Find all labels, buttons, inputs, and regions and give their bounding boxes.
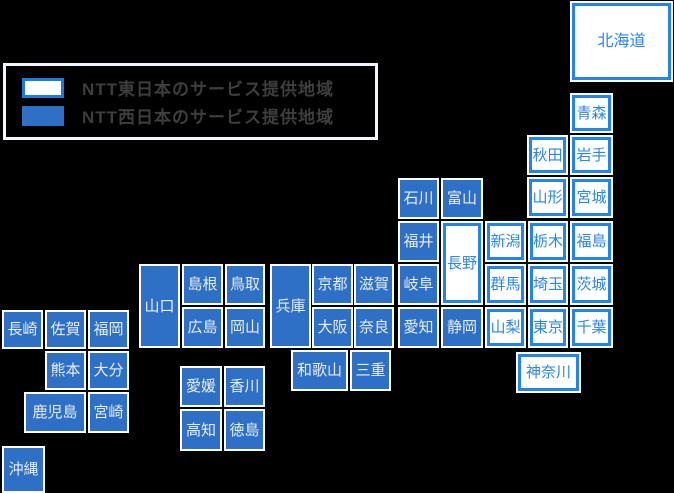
prefecture-box: 熊本 xyxy=(45,351,86,390)
west-area-label: NTT西日本のサービス提供地域 xyxy=(82,108,335,127)
west-area-swatch xyxy=(22,105,64,126)
prefecture-box: 三重 xyxy=(350,350,391,391)
prefecture-box: 山口 xyxy=(139,264,180,348)
prefecture-box: 長野 xyxy=(441,221,483,305)
prefecture-box: 埼玉 xyxy=(528,264,568,305)
prefecture-box: 静岡 xyxy=(441,307,483,348)
east-area-swatch xyxy=(22,77,64,98)
prefecture-box: 香川 xyxy=(224,366,265,407)
prefecture-box: 兵庫 xyxy=(270,264,311,348)
prefecture-box: 茨城 xyxy=(570,264,613,305)
prefecture-box: 大分 xyxy=(88,351,129,390)
east-area-label: NTT東日本のサービス提供地域 xyxy=(82,80,335,99)
prefecture-box: 富山 xyxy=(441,178,483,219)
prefecture-box: 京都 xyxy=(312,264,353,305)
prefecture-box: 北海道 xyxy=(570,1,673,82)
prefecture-box: 秋田 xyxy=(527,135,568,175)
prefecture-box: 鹿児島 xyxy=(24,392,86,433)
prefecture-box: 鳥取 xyxy=(225,264,265,305)
prefecture-box: 岐阜 xyxy=(398,264,439,305)
prefecture-box: 群馬 xyxy=(485,264,526,305)
prefecture-box: 佐賀 xyxy=(45,310,86,349)
prefecture-box: 長崎 xyxy=(2,310,43,349)
prefecture-box: 徳島 xyxy=(224,409,265,451)
prefecture-box: 神奈川 xyxy=(516,352,581,393)
prefecture-box: 山形 xyxy=(527,177,568,218)
prefecture-box: 宮崎 xyxy=(88,392,129,433)
prefecture-box: 愛知 xyxy=(398,307,439,348)
legend-row-east: NTT東日本のサービス提供地域 xyxy=(22,77,375,99)
prefecture-box: 新潟 xyxy=(485,221,526,262)
prefecture-box: 栃木 xyxy=(528,221,568,262)
prefecture-box: 石川 xyxy=(398,178,439,219)
prefecture-box: 岩手 xyxy=(570,135,613,175)
prefecture-box: 宮城 xyxy=(570,177,613,218)
legend: NTT東日本のサービス提供地域 NTT西日本のサービス提供地域 xyxy=(3,63,378,140)
legend-row-west: NTT西日本のサービス提供地域 xyxy=(22,105,375,127)
prefecture-box: 千葉 xyxy=(570,307,613,348)
prefecture-box: 奈良 xyxy=(354,307,394,348)
prefecture-box: 青森 xyxy=(570,93,613,133)
prefecture-box: 高知 xyxy=(180,409,222,451)
prefecture-box: 東京 xyxy=(528,307,568,348)
prefecture-box: 広島 xyxy=(182,307,223,348)
prefecture-box: 福井 xyxy=(398,221,439,262)
prefecture-box: 沖縄 xyxy=(2,446,45,493)
prefecture-box: 愛媛 xyxy=(180,366,222,407)
prefecture-box: 岡山 xyxy=(225,307,265,348)
prefecture-box: 山梨 xyxy=(485,307,526,348)
prefecture-box: 大阪 xyxy=(312,307,353,348)
prefecture-box: 和歌山 xyxy=(291,350,348,391)
prefecture-box: 島根 xyxy=(182,264,223,305)
prefecture-box: 福岡 xyxy=(88,310,129,349)
prefecture-box: 滋賀 xyxy=(354,264,394,305)
prefecture-box: 福島 xyxy=(570,221,613,262)
